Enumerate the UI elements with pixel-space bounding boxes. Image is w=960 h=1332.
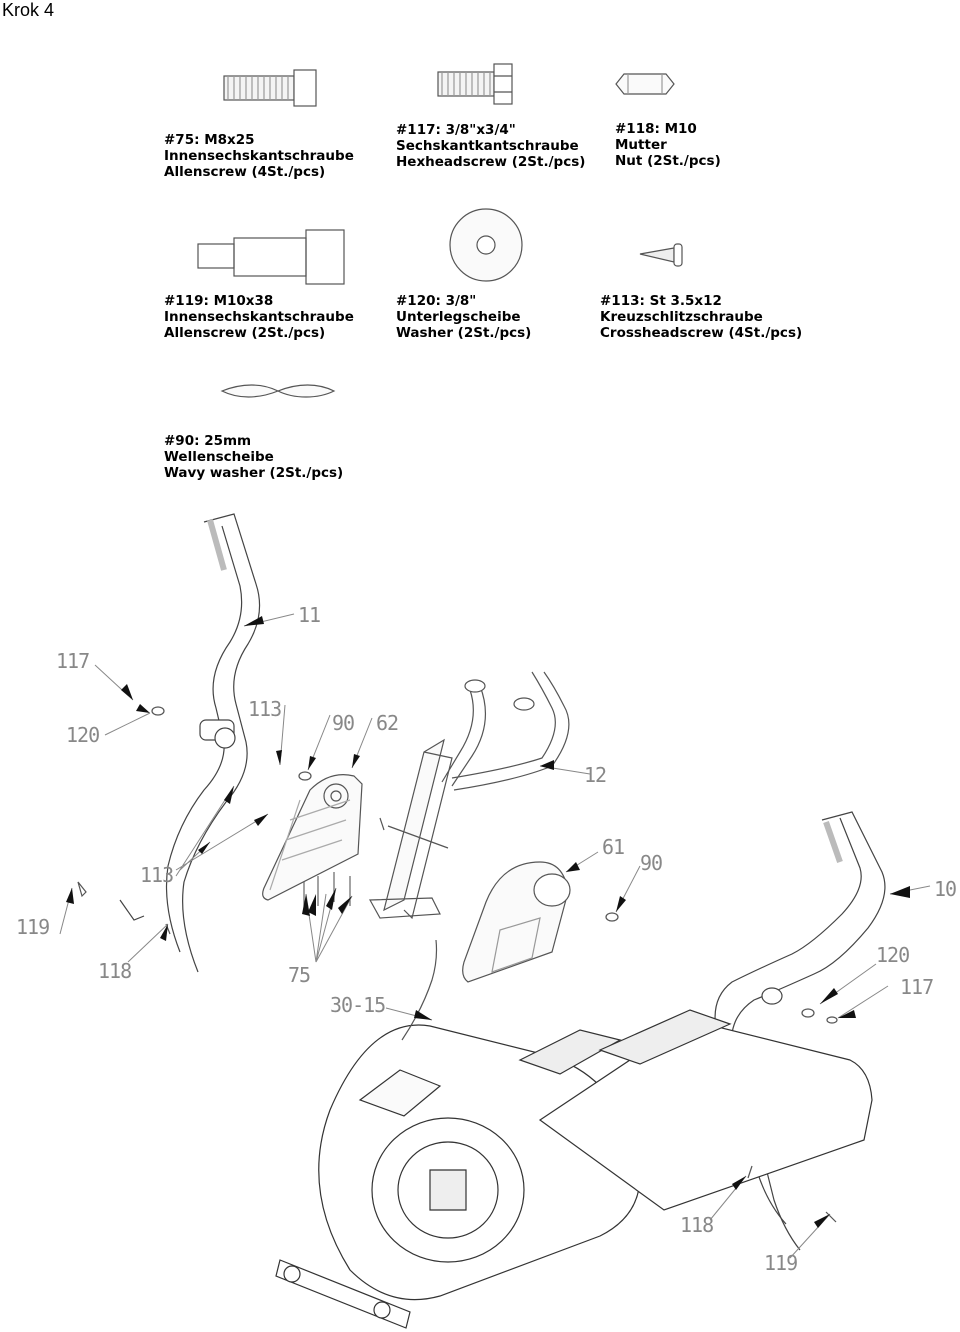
part-119-label: #119: M10x38 Innensechskantschraube Alle…: [164, 293, 354, 341]
callout-118: 118: [680, 1213, 713, 1237]
side-cover-61: [462, 861, 571, 983]
callout-113: 113: [140, 863, 173, 887]
hexheadscrew-117-icon: [437, 63, 513, 105]
screws-75: [303, 872, 351, 912]
callout-12: 12: [584, 763, 606, 787]
part-name-en: Washer (2St./pcs): [396, 325, 532, 341]
part-name-de: Innensechskantschraube: [164, 148, 354, 164]
part-name-en: Allenscrew (4St./pcs): [164, 164, 326, 180]
callout-11: 11: [298, 603, 320, 627]
left-handlebar-11: [119, 513, 261, 973]
part-75-label: #75: M8x25 Innensechskantschraube Allens…: [164, 132, 354, 180]
part-number: #90: 25mm: [164, 433, 252, 449]
part-name-en: Wavy washer (2St./pcs): [164, 465, 344, 481]
callout-90: 90: [640, 851, 662, 875]
part-name-de: Sechskantkantschraube: [396, 138, 579, 154]
part-name-en: Allenscrew (2St./pcs): [164, 325, 326, 341]
callout-75: 75: [288, 963, 310, 987]
part-name-de: Innensechskantschraube: [164, 309, 354, 325]
callout-61: 61: [602, 835, 624, 859]
part-name-de: Kreuzschlitzschraube: [600, 309, 763, 325]
callout-30-15: 30-15: [330, 993, 385, 1017]
callout-117: 117: [900, 975, 933, 999]
callout-117: 117: [56, 649, 89, 673]
part-117-label: #117: 3/8"x3/4" Sechskantkantschraube He…: [396, 122, 585, 170]
allenscrew-75-icon: [223, 69, 317, 107]
callout-118: 118: [98, 959, 131, 983]
callout-90: 90: [332, 711, 354, 735]
part-113-label: #113: St 3.5x12 Kreuzschlitzschraube Cro…: [600, 293, 802, 341]
part-number: #120: 3/8": [396, 293, 477, 309]
part-118-label: #118: M10 Mutter Nut (2St./pcs): [615, 121, 721, 169]
callout-113: 113: [248, 697, 281, 721]
part-name-de: Mutter: [615, 137, 667, 153]
step-title: Krok 4: [2, 0, 55, 20]
part-name-en: Crossheadscrew (4St./pcs): [600, 325, 803, 341]
arrow-heads: [66, 616, 910, 1228]
elliptical-base-frame: [275, 939, 873, 1329]
crossheadscrew-113-icon: [639, 243, 683, 267]
callout-120: 120: [66, 723, 99, 747]
part-name-en: Hexheadscrew (2St./pcs): [396, 154, 586, 170]
nut-118-icon: [615, 73, 675, 95]
callout-62: 62: [376, 711, 398, 735]
part-number: #117: 3/8"x3/4": [396, 122, 516, 138]
washer-120-icon: [449, 208, 523, 282]
part-name-de: Wellenscheibe: [164, 449, 274, 465]
right-handlebar-10: [714, 811, 886, 1251]
part-number: #113: St 3.5x12: [600, 293, 722, 309]
part-name-de: Unterlegscheibe: [396, 309, 521, 325]
part-90-label: #90: 25mm Wellenscheibe Wavy washer (2St…: [164, 433, 343, 481]
wavy-washer-90-icon: [220, 384, 336, 398]
callout-119: 119: [764, 1251, 797, 1275]
callout-119: 119: [16, 915, 49, 939]
part-120-label: #120: 3/8" Unterlegscheibe Washer (2St./…: [396, 293, 531, 341]
diagram-small-parts: [77, 706, 838, 1223]
callout-120: 120: [876, 943, 909, 967]
part-number: #119: M10x38: [164, 293, 274, 309]
upright-post-12: [368, 671, 570, 920]
allenscrew-119-icon: [197, 229, 345, 285]
part-number: #118: M10: [615, 121, 697, 137]
side-cover-62: [262, 774, 363, 901]
callout-10: 10: [934, 877, 956, 901]
part-name-en: Nut (2St./pcs): [615, 153, 721, 169]
part-number: #75: M8x25: [164, 132, 255, 148]
